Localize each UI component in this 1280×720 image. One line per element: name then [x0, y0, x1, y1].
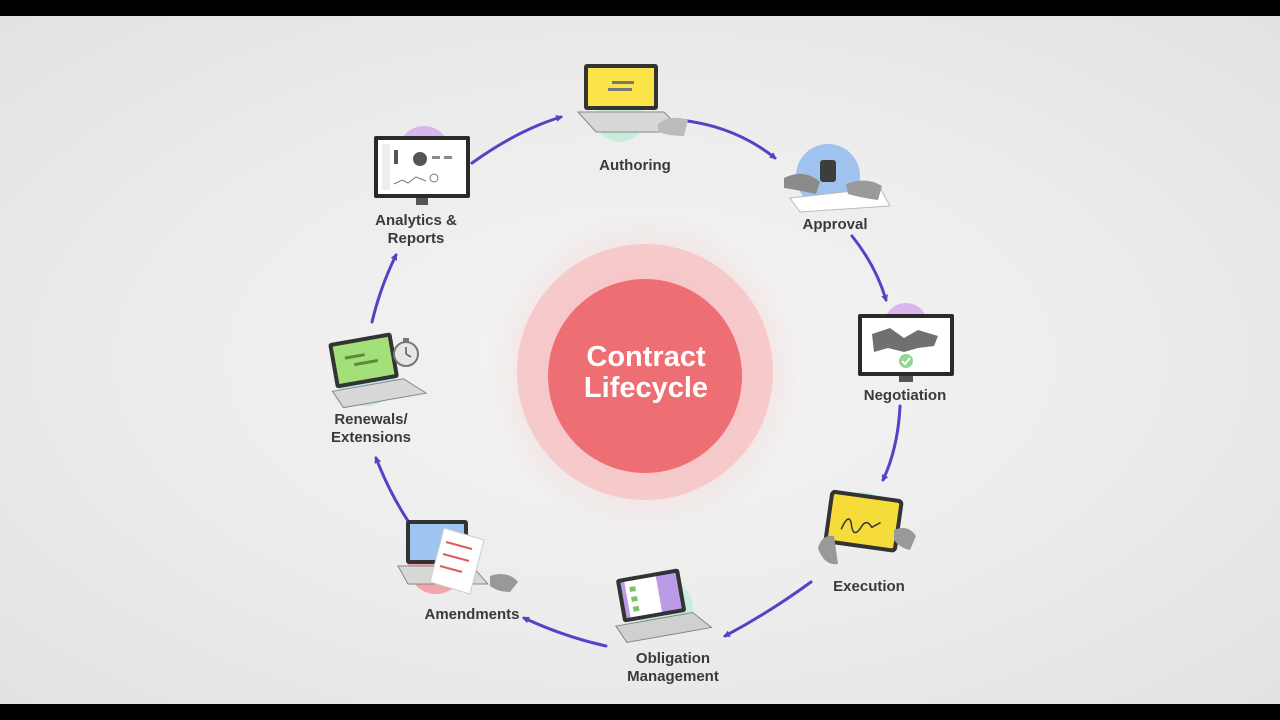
diagram-frame: Contract Lifecycle Authoring Approval Ne… — [0, 16, 1280, 704]
edited-document-laptop-icon — [397, 520, 518, 595]
stage-label-execution: Execution — [833, 578, 905, 595]
stage-label-authoring: Authoring — [599, 157, 671, 174]
arrow-authoring-to-approval — [678, 118, 777, 160]
dashboard-monitor-icon — [374, 126, 470, 205]
stage-label-renewals-extensions: Renewals/ Extensions — [331, 411, 411, 447]
yellow-laptop-icon — [576, 64, 688, 142]
stage-label-obligation-line2: Management — [627, 668, 719, 685]
center-title-line1: Contract — [586, 341, 706, 373]
arrow-amendments-to-renewals — [374, 456, 412, 526]
arrow-analytics-to-authoring — [470, 115, 564, 165]
center-title-line2: Lifecycle — [583, 372, 709, 404]
checklist-laptop-icon — [615, 568, 713, 643]
stopwatch-laptop-icon — [328, 332, 428, 409]
arrow-execution-to-obligation — [723, 580, 813, 638]
stage-label-analytics-reports: Analytics & Reports — [375, 212, 457, 248]
arrow-renewals-to-analytics — [370, 253, 398, 324]
handshake-monitor-icon — [858, 303, 954, 382]
stage-label-obligation-management: Obligation Management — [627, 650, 719, 686]
signature-tablet-icon — [818, 489, 916, 565]
center-circle — [485, 212, 805, 532]
stage-label-renewals-line2: Extensions — [330, 429, 412, 446]
arrow-obligation-to-amendments — [522, 616, 608, 648]
stage-label-analytics-line2: Reports — [387, 230, 445, 247]
stage-label-approval: Approval — [802, 216, 868, 233]
arrow-approval-to-negotiation — [850, 234, 888, 303]
center-title: Contract Lifecycle — [584, 342, 708, 404]
stage-label-renewals-line1: Renewals/ — [334, 411, 408, 428]
stage-label-amendments: Amendments — [424, 606, 520, 623]
stage-label-analytics-line1: Analytics & — [375, 212, 457, 229]
stage-label-obligation-line1: Obligation — [635, 650, 711, 667]
stamp-approval-icon — [784, 144, 891, 213]
arrow-negotiation-to-execution — [881, 404, 902, 482]
lifecycle-diagram — [328, 64, 954, 648]
stage-label-negotiation: Negotiation — [863, 387, 947, 404]
